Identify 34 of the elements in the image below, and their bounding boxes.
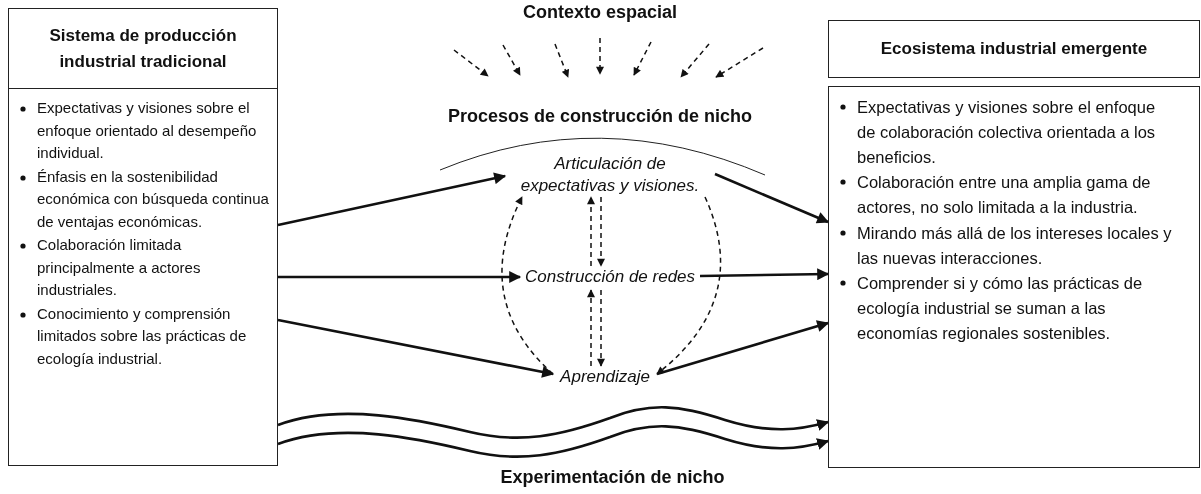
arrow	[277, 172, 507, 227]
arrow	[656, 320, 830, 376]
process-text: Aprendizaje	[553, 366, 657, 390]
process-text: Construcción de redes	[520, 266, 700, 290]
dashed-arrow	[501, 196, 554, 375]
bullet-text: Expectativas y visiones sobre el enfoque de colaboración colectiva orientada a los beneficios.	[857, 98, 1156, 166]
dashed-arrow	[656, 196, 722, 375]
text-panel	[8, 88, 278, 466]
heading-text: Contexto espacial	[450, 2, 750, 28]
heading-text: Sistema de producción industrial tradicional	[48, 25, 238, 73]
heading-text: Experimentación de nicho	[499, 467, 726, 488]
arrow	[277, 318, 555, 378]
dashed-arrow	[587, 196, 595, 267]
bullet-text: Comprender si y cómo las prácticas de ecología industrial se suman a las economías regionales sostenibles.	[857, 274, 1143, 342]
dashed-arrow	[587, 289, 595, 367]
wavy-arrow	[277, 406, 830, 439]
arrow	[278, 271, 522, 283]
header-box	[8, 8, 278, 89]
bullet-text: Énfasis en la sostenibilidad económica con búsqueda continua de ventajas económicas.	[37, 167, 269, 230]
process-text: Articulación de expectativas y visiones.	[505, 153, 715, 197]
dashed-arrow	[597, 196, 605, 267]
text-panel	[828, 86, 1200, 468]
arrow	[699, 268, 830, 281]
arrow	[714, 172, 830, 224]
wavy-arrow	[277, 425, 830, 458]
dashed-arrow	[597, 289, 605, 367]
heading-text: Procesos de construcción de nicho	[446, 106, 754, 127]
header-box	[828, 20, 1200, 78]
bullet-text: Expectativas y visiones sobre el enfoque orientado al desempeño individual.	[37, 99, 257, 161]
bullet-text: Colaboración limitada principalmente a actores industriales.	[37, 236, 201, 298]
bullet-text: Conocimiento y comprensión limitados sobre las prácticas de ecología industrial.	[37, 304, 247, 367]
heading-text: Ecosistema industrial emergente	[880, 38, 1148, 61]
bullet-text: Mirando más allá de los intereses locales y las nuevas interacciones.	[857, 223, 1172, 267]
bullet-text: Colaboración entre una amplia gama de actores, no solo limitada a la industria.	[857, 173, 1151, 216]
